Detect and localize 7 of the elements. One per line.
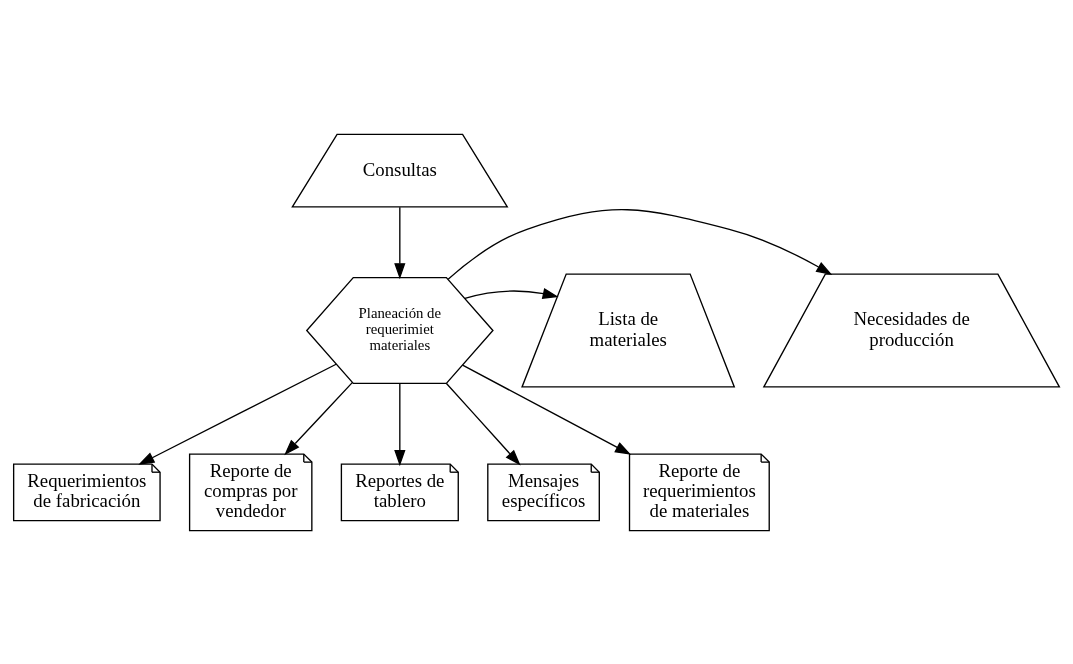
arrow <box>445 382 521 466</box>
arrow <box>461 364 632 455</box>
arrow <box>284 381 353 455</box>
arrow <box>447 208 833 280</box>
arrow <box>394 206 406 279</box>
arrow <box>394 382 406 466</box>
arrow <box>464 287 559 299</box>
